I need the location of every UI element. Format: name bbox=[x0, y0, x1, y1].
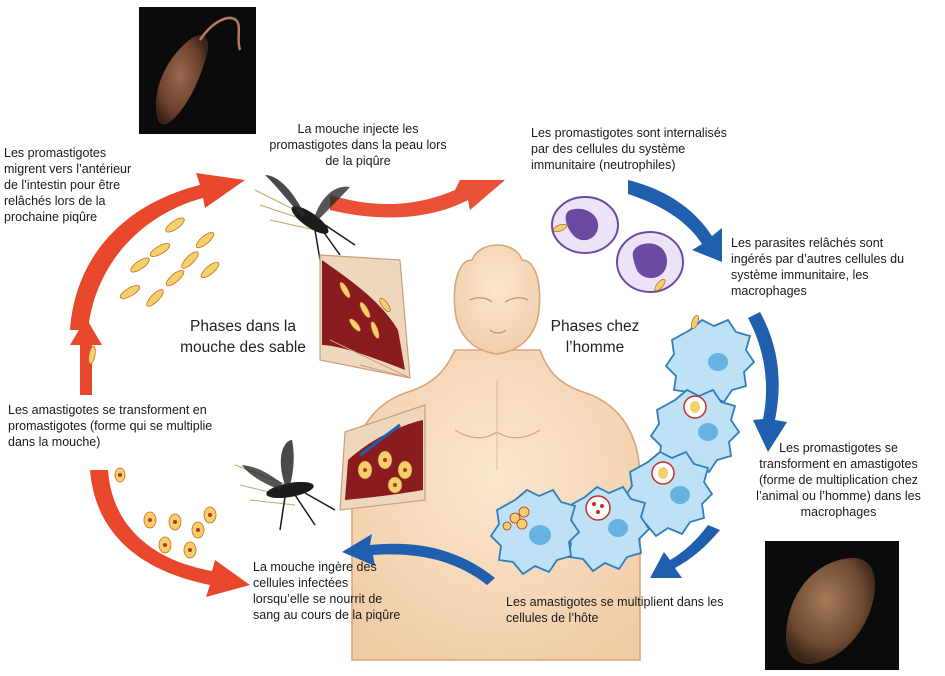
sandfly-bottom bbox=[235, 440, 335, 530]
caption-fly-injects: La mouche injecte les promastigotes dans… bbox=[258, 121, 458, 169]
caption-multiply-host: Les amastigotes se multiplient dans les … bbox=[506, 594, 766, 626]
promastigote-photo bbox=[139, 7, 256, 134]
caption-amastigotes-to-promastigotes: Les amastigotes se transforment en proma… bbox=[8, 402, 248, 450]
neutrophil-cells bbox=[552, 197, 683, 292]
phase-human-label: Phases chez l’homme bbox=[540, 316, 650, 358]
skin-inset-top bbox=[320, 255, 410, 378]
sandfly-top bbox=[255, 175, 355, 260]
skin-inset-bottom bbox=[340, 405, 425, 510]
amastigote-photo bbox=[765, 541, 899, 670]
caption-macrophages: Les parasites relâchés sont ingérés par … bbox=[731, 235, 941, 299]
caption-transform-amastigotes: Les promastigotes se transforment en ama… bbox=[736, 440, 941, 520]
caption-fly-ingests: La mouche ingère des cellules infectées … bbox=[253, 559, 443, 623]
phase-sandfly-label: Phases dans la mouche des sable bbox=[168, 316, 318, 358]
caption-internalized: Les promastigotes sont internalisés par … bbox=[531, 125, 791, 173]
caption-migrate: Les promastigotes migrent vers l’antérie… bbox=[4, 145, 164, 225]
